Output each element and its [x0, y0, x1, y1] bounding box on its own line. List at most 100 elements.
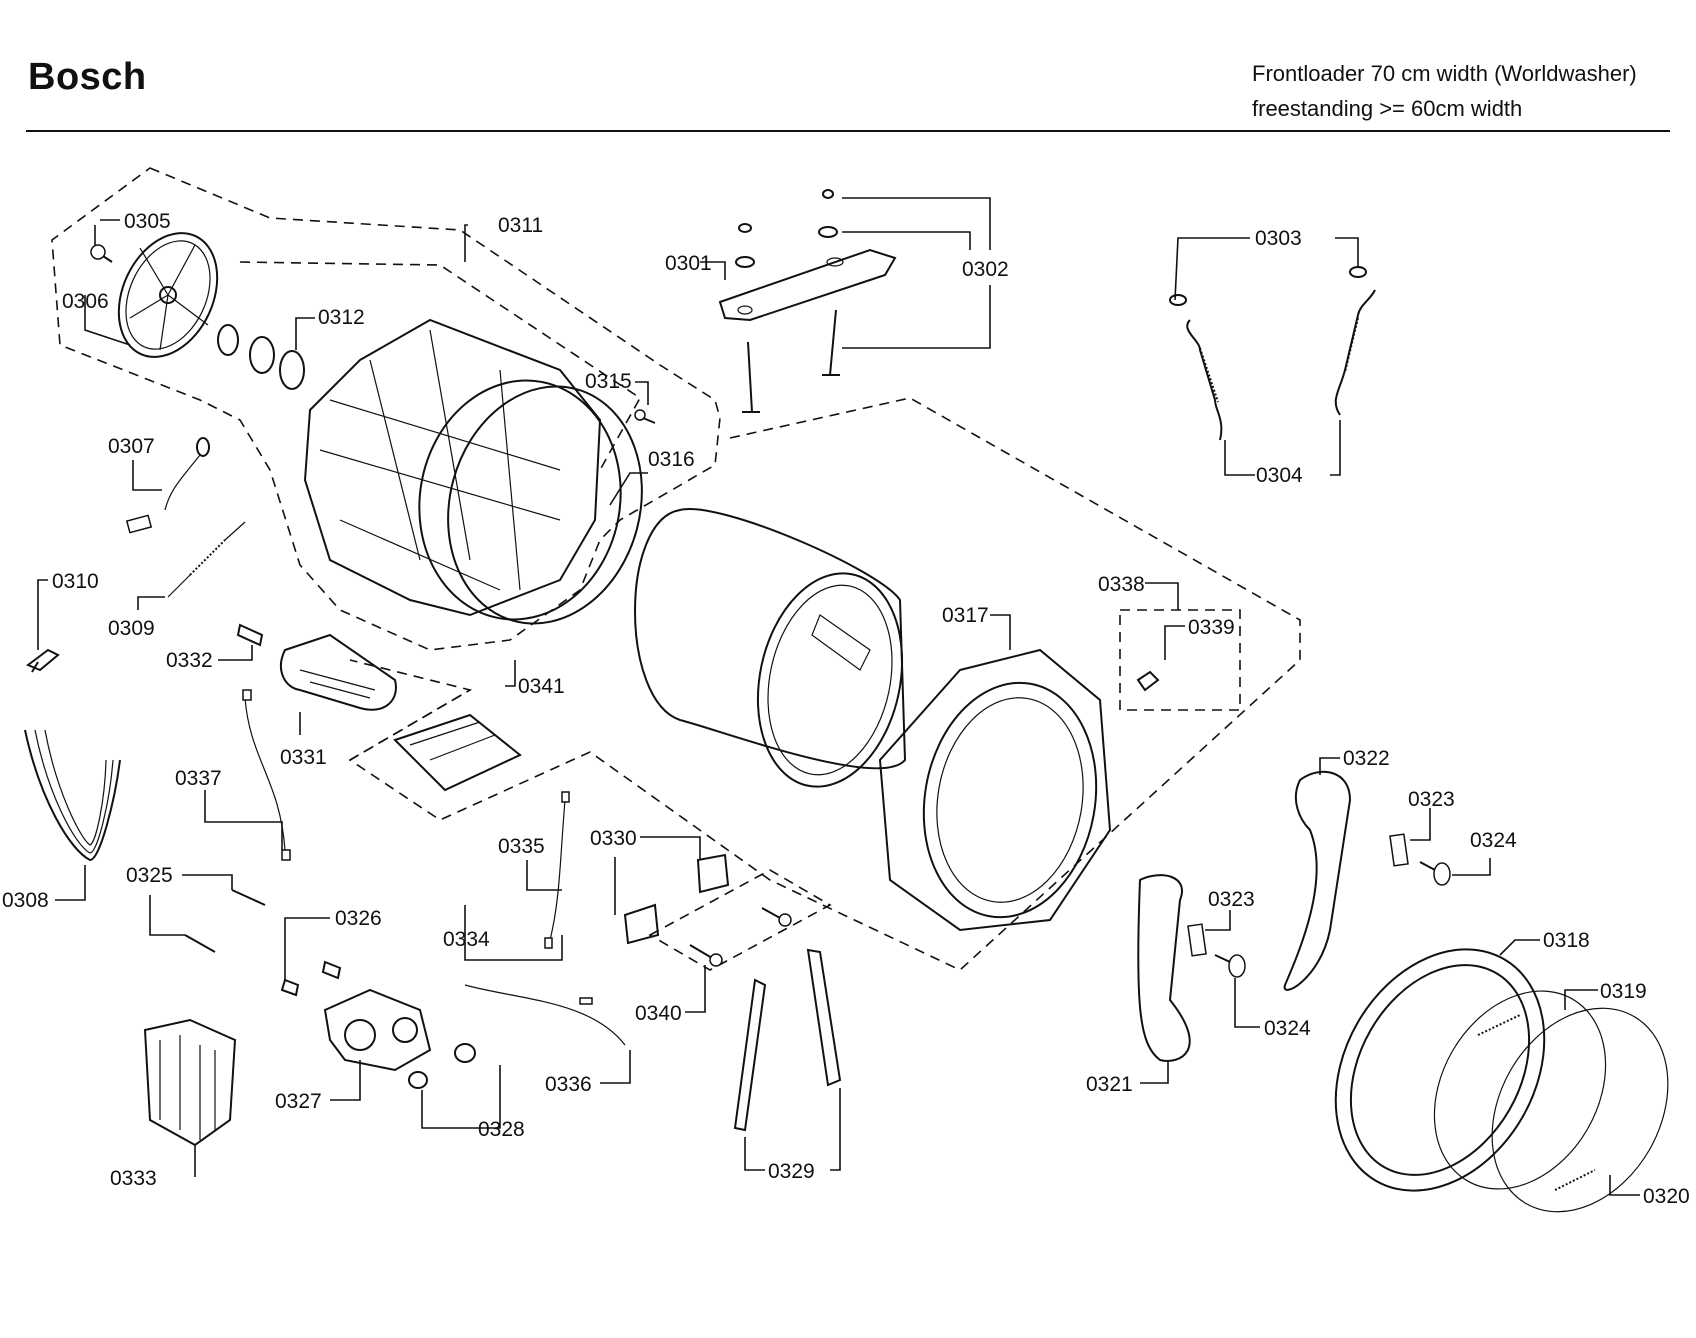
rear-tub-0311-icon [303, 318, 622, 621]
leader-0311 [464, 224, 468, 262]
washer-0301-icon [735, 256, 755, 268]
label-0301: 0301 [665, 252, 712, 275]
leader-0307 [132, 460, 162, 491]
screws-0325-icon [184, 889, 266, 953]
leader-0334 [464, 905, 563, 961]
leader-0308 [55, 865, 86, 901]
spring-0304-left-icon [1186, 319, 1223, 441]
small-screws-outline [648, 869, 832, 971]
leader-0340 [685, 965, 706, 1013]
belt-0308-ribs [34, 729, 114, 854]
bracket-0301-icon [718, 248, 897, 322]
latch-0339-icon [1136, 670, 1160, 692]
bearing-small-icon [217, 324, 239, 356]
washer-0302-icon [818, 226, 838, 238]
leader-0323-bottom [1205, 910, 1231, 931]
plate-0323-top-icon [1389, 833, 1409, 867]
spring-0309-icon [189, 539, 226, 576]
sensor-0307-icon [125, 437, 210, 534]
label-0340: 0340 [635, 1002, 682, 1025]
spring-0320-coil [1554, 1169, 1596, 1191]
label-0327: 0327 [275, 1090, 322, 1113]
screw-0340-a-head [778, 913, 792, 927]
label-0337: 0337 [175, 767, 222, 790]
label-0338: 0338 [1098, 573, 1145, 596]
bolt-0301-icon [742, 341, 760, 413]
heater-0331-icon [280, 633, 397, 711]
model-line-1: Frontloader 70 cm width (Worldwasher) [1252, 61, 1637, 86]
leader-0318 [1499, 939, 1540, 956]
label-0305: 0305 [124, 210, 171, 233]
leader-0325 [149, 874, 233, 936]
door-ring-0318-icon [1334, 948, 1546, 1192]
leader-0320 [1609, 1175, 1640, 1196]
wire-0336-icon [464, 984, 626, 1046]
block-0330-b-icon [623, 903, 660, 945]
heater-bracket-icon [393, 713, 522, 792]
pulley-0306-icon [117, 232, 219, 358]
leader-0324-top [1452, 858, 1491, 876]
hinge-0321-icon [1137, 874, 1191, 1062]
drum-icon [634, 508, 907, 788]
label-0317: 0317 [942, 604, 989, 627]
label-0306: 0306 [62, 290, 109, 313]
tub-seal-0316-icon [447, 385, 643, 625]
wire-0335-connector-end [544, 937, 553, 949]
label-0324-top: 0324 [1470, 829, 1517, 852]
label-0336: 0336 [545, 1073, 592, 1096]
label-0332: 0332 [166, 649, 213, 672]
module-0333-icon [143, 1018, 237, 1147]
leader-0319 [1564, 989, 1598, 1010]
leader-0301 [700, 261, 726, 280]
leader-0317 [990, 614, 1011, 650]
leader-0341 [505, 660, 516, 687]
leader-0310 [37, 579, 48, 650]
washer-0303-left-icon [1169, 294, 1187, 306]
drum-group-outline [348, 397, 1301, 971]
shock-absorber-0329-a-icon [733, 978, 767, 1132]
label-0321: 0321 [1086, 1073, 1133, 1096]
model-line-2: freestanding >= 60cm width [1252, 96, 1523, 121]
heater-bracket-lines [409, 721, 496, 761]
label-0326: 0326 [335, 907, 382, 930]
wire-0337-connector [242, 689, 252, 701]
screw-0340-b-icon [689, 944, 713, 959]
label-0312: 0312 [318, 306, 365, 329]
label-0325: 0325 [126, 864, 173, 887]
leader-0332 [218, 645, 253, 661]
screw-0315-icon [634, 409, 656, 424]
leader-0337 [204, 790, 283, 850]
label-0335: 0335 [498, 835, 545, 858]
leader-0309 [137, 596, 165, 610]
label-0303: 0303 [1255, 227, 1302, 250]
label-0302: 0302 [962, 258, 1009, 281]
label-0330: 0330 [590, 827, 637, 850]
spring-0304-right-coil [1344, 317, 1359, 373]
plug-0328-a-icon [454, 1043, 476, 1063]
seal-0320-icon [1491, 1007, 1669, 1213]
leader-0336 [600, 1050, 631, 1084]
leader-0303 [1174, 237, 1359, 301]
label-0318: 0318 [1543, 929, 1590, 952]
label-0308: 0308 [2, 889, 49, 912]
clip-0326-b-icon [321, 960, 342, 980]
label-0329: 0329 [768, 1160, 815, 1183]
bolt-0302-icon [822, 309, 840, 376]
nut-0301-icon [738, 223, 752, 233]
label-0315: 0315 [585, 370, 632, 393]
front-tub-0317-icon [878, 648, 1112, 932]
label-0310: 0310 [52, 570, 99, 593]
leader-0324-bottom [1234, 978, 1260, 1028]
block-0330-a-icon [696, 853, 730, 894]
wire-0337-icon [244, 697, 286, 851]
spring-0309-hooks [167, 521, 246, 598]
leader-0315 [635, 381, 649, 405]
leader-0321 [1140, 1060, 1169, 1084]
screw-0305-icon [90, 244, 113, 263]
pump-0327-icon [323, 988, 432, 1072]
seal-0312-icon [279, 350, 305, 390]
wire-0335-connector [561, 791, 570, 803]
leader-0322 [1319, 757, 1340, 775]
tub-inner-outline [239, 261, 642, 471]
